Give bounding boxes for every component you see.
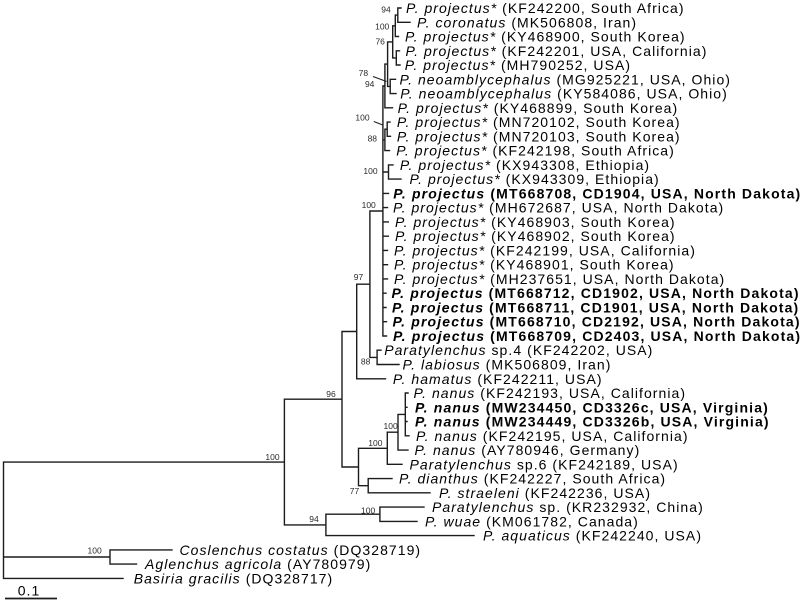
svg-text:P. projectus* (MH672687, USA,: P. projectus* (MH672687, USA, North Dako… — [393, 200, 724, 216]
svg-text:P. aquaticus (KF242240, USA): P. aquaticus (KF242240, USA) — [483, 528, 702, 544]
svg-text:P. nanus (MW234450, CD3326c, U: P. nanus (MW234450, CD3326c, USA, Virgin… — [415, 399, 769, 415]
svg-text:P. projectus (MT668708, CD1904: P. projectus (MT668708, CD1904, USA, Nor… — [393, 185, 800, 201]
svg-text:Paratylenchus sp.6 (KF242189,: Paratylenchus sp.6 (KF242189, USA) — [410, 456, 679, 472]
svg-text:Coslenchus costatus (DQ328719): Coslenchus costatus (DQ328719) — [180, 542, 422, 558]
svg-text:P. projectus* (KY468899, South: P. projectus* (KY468899, South Korea) — [398, 100, 679, 116]
svg-text:P. projectus (MT668712, CD1902: P. projectus (MT668712, CD1902, USA, Nor… — [392, 285, 800, 301]
svg-text:P. hamatus (KF242211, USA): P. hamatus (KF242211, USA) — [393, 371, 603, 387]
svg-text:P. nanus (KF242195, USA, Calif: P. nanus (KF242195, USA, California) — [416, 428, 689, 444]
svg-text:P. projectus (MT668710, CD2192: P. projectus (MT668710, CD2192, USA, Nor… — [393, 314, 800, 330]
svg-text:0.1: 0.1 — [18, 583, 41, 599]
svg-text:88: 88 — [368, 134, 378, 144]
svg-text:94: 94 — [381, 5, 391, 15]
svg-text:76: 76 — [375, 37, 385, 47]
svg-text:100: 100 — [363, 166, 377, 176]
svg-text:P. projectus* (KX943308, Ethio: P. projectus* (KX943308, Ethiopia) — [400, 157, 650, 173]
svg-text:97: 97 — [354, 272, 364, 282]
svg-text:100: 100 — [368, 438, 382, 448]
svg-text:P. projectus* (MN720102, South: P. projectus* (MN720102, South Korea) — [397, 114, 681, 130]
svg-text:Paratylenchus sp. (KR232932, C: Paratylenchus sp. (KR232932, China) — [432, 499, 704, 515]
svg-text:P. projectus* (KY468900, South: P. projectus* (KY468900, South Korea) — [405, 29, 686, 45]
svg-text:P. projectus* (KF242201, USA,: P. projectus* (KF242201, USA, California… — [406, 43, 708, 59]
svg-text:94: 94 — [309, 514, 319, 524]
svg-text:P. neoamblycephalus (MG925221,: P. neoamblycephalus (MG925221, USA, Ohio… — [400, 71, 732, 87]
svg-text:P. nanus (KF242193, USA, Calif: P. nanus (KF242193, USA, California) — [414, 385, 687, 401]
svg-text:P. dianthus (KF242227, South A: P. dianthus (KF242227, South Africa) — [399, 471, 666, 487]
svg-text:P. nanus (AY780946, Germany): P. nanus (AY780946, Germany) — [415, 442, 641, 458]
svg-text:96: 96 — [326, 389, 336, 399]
svg-text:P. straeleni (KF242236, USA): P. straeleni (KF242236, USA) — [439, 485, 651, 501]
svg-text:P. projectus (MT668711, CD1901: P. projectus (MT668711, CD1901, USA, Nor… — [392, 300, 799, 316]
svg-text:Basiria gracilis (DQ328717): Basiria gracilis (DQ328717) — [134, 570, 334, 586]
svg-text:100: 100 — [265, 452, 279, 462]
svg-text:P. projectus* (KF242199, USA,: P. projectus* (KF242199, USA, California… — [394, 242, 696, 258]
svg-text:77: 77 — [350, 486, 360, 496]
svg-text:P. projectus* (MH790252, USA): P. projectus* (MH790252, USA) — [405, 57, 631, 73]
svg-text:P. neoamblycephalus (KY584086,: P. neoamblycephalus (KY584086, USA, Ohio… — [400, 86, 728, 102]
svg-text:100: 100 — [362, 200, 376, 210]
svg-text:Aglenchus agricola (AY780979): Aglenchus agricola (AY780979) — [144, 556, 371, 572]
svg-text:94: 94 — [365, 79, 375, 89]
svg-text:P. projectus* (KF242198, South: P. projectus* (KF242198, South Africa) — [396, 143, 675, 159]
svg-text:P. projectus* (MN720103, South: P. projectus* (MN720103, South Korea) — [397, 128, 681, 144]
svg-text:100: 100 — [375, 22, 389, 32]
svg-text:78: 78 — [359, 68, 369, 78]
svg-text:P. projectus* (MH237651, USA,: P. projectus* (MH237651, USA, North Dako… — [394, 271, 725, 287]
svg-text:P. coronatus (MK506808, Iran): P. coronatus (MK506808, Iran) — [417, 14, 637, 30]
svg-text:Paratylenchus sp.4 (KF242202,: Paratylenchus sp.4 (KF242202, USA) — [384, 342, 653, 358]
svg-text:100: 100 — [355, 113, 369, 123]
svg-text:P. projectus* (KX943309, Ethio: P. projectus* (KX943309, Ethiopia) — [410, 171, 660, 187]
svg-text:P. labiosus (MK506809, Iran): P. labiosus (MK506809, Iran) — [403, 357, 612, 373]
svg-text:P. nanus (MW234449, CD3326b, U: P. nanus (MW234449, CD3326b, USA, Virgin… — [415, 414, 770, 430]
svg-text:P. projectus* (KY468903, South: P. projectus* (KY468903, South Korea) — [395, 214, 676, 230]
svg-text:P. projectus (MT668709, CD2403: P. projectus (MT668709, CD2403, USA, Nor… — [393, 328, 800, 344]
svg-text:100: 100 — [384, 421, 398, 431]
svg-text:100: 100 — [361, 506, 375, 516]
svg-text:P. projectus* (KY468902, South: P. projectus* (KY468902, South Korea) — [395, 228, 676, 244]
svg-text:P. projectus* (KY468901, South: P. projectus* (KY468901, South Korea) — [394, 257, 675, 273]
svg-text:100: 100 — [88, 546, 102, 556]
svg-text:P. projectus* (KF242200, South: P. projectus* (KF242200, South Africa) — [406, 0, 685, 16]
svg-text:P. wuae (KM061782, Canada): P. wuae (KM061782, Canada) — [425, 513, 639, 529]
svg-text:88: 88 — [361, 356, 371, 366]
